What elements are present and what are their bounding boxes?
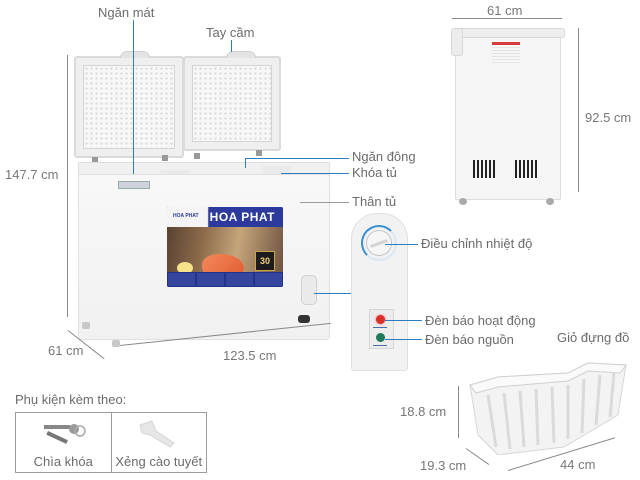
vent-right [515, 160, 539, 178]
hinge [256, 150, 262, 156]
dim-main-width: 123.5 cm [223, 348, 277, 363]
side-wheel [546, 198, 554, 205]
accessory-item: Xẻng cào tuyết [112, 413, 207, 472]
accessory-label: Chìa khóa [33, 454, 93, 469]
spec-label [492, 42, 520, 64]
side-wheel [459, 198, 467, 205]
foot [112, 340, 120, 347]
accessory-label: Xẻng cào tuyết [115, 454, 203, 469]
dim-basket-width: 44 cm [560, 457, 596, 472]
hinge [162, 155, 168, 161]
banner-brand: HOA PHAT [209, 210, 275, 224]
accessories-table: Chìa khóa Xẻng cào tuyết [15, 412, 207, 473]
callout-line-control [314, 293, 351, 294]
vent-left [473, 160, 497, 178]
right-handle [226, 51, 256, 58]
spec-label-red-bar [492, 42, 520, 45]
dim-basket-height: 18.8 cm [400, 404, 447, 419]
label-ngan-mat: Ngăn mát [98, 5, 155, 20]
temperature-scale-arc [361, 225, 397, 261]
right-lid [183, 56, 281, 151]
brand-logo-tag [118, 181, 150, 189]
feature-tile [197, 273, 224, 286]
callout-line-ngan-dong-drop [245, 158, 246, 168]
feature-tile [255, 273, 282, 286]
callout-line-tay-cam [231, 40, 232, 52]
height-arrow [67, 55, 68, 317]
side-control-module [301, 275, 317, 305]
caster-wheel [298, 315, 310, 323]
callout-line-dial [385, 244, 418, 245]
banner-header: HOA PHAT HOA PHAT [167, 207, 283, 227]
left-handle [120, 51, 150, 58]
dim-main-height: 147.7 cm [5, 167, 59, 182]
product-banner: HOA PHAT HOA PHAT 30 [167, 207, 283, 287]
side-height-arrow [578, 28, 579, 192]
foot [82, 322, 90, 329]
label-khoa-tu: Khóa tủ [352, 165, 397, 180]
callout-line-ngan-dong [245, 158, 349, 159]
label-dieu-chinh-nhiet-do: Điều chỉnh nhiệt độ [421, 236, 533, 251]
storage-basket [469, 362, 627, 455]
feature-tile [168, 273, 195, 286]
callout-line-active-led [385, 320, 422, 321]
accessories-title: Phụ kiện kèm theo: [15, 392, 127, 407]
side-width-arrow [452, 18, 562, 19]
label-ngan-dong: Ngăn đông [352, 149, 416, 164]
active-led-icon [376, 315, 385, 324]
lemon-graphic [177, 262, 193, 274]
label-than-tu: Thân tủ [352, 194, 397, 209]
salmon-image: 30 [167, 227, 283, 280]
warranty-badge: 30 [255, 251, 275, 271]
left-lid [74, 56, 184, 158]
dim-side-height: 92.5 cm [585, 110, 632, 125]
keys-icon [44, 424, 86, 444]
left-lid-inner-panel [83, 65, 175, 149]
led-caption [373, 345, 387, 346]
power-led-icon [376, 333, 385, 342]
dim-basket-depth: 19.3 cm [420, 458, 467, 473]
basket-height-arrow [458, 386, 459, 438]
callout-line-than-tu [300, 202, 349, 203]
callout-line-khoa-tu [281, 173, 349, 174]
dim-main-depth: 61 cm [48, 343, 84, 358]
callout-line-ngan-mat [133, 20, 134, 174]
label-gio-dung-do: Giỏ đựng đồ [557, 330, 630, 345]
callout-line-power-led [385, 339, 422, 340]
label-den-bao-nguon: Đèn báo nguồn [425, 332, 514, 347]
side-lid-handle [451, 28, 463, 56]
dim-side-width: 61 cm [487, 3, 523, 18]
hinge [194, 153, 200, 159]
label-den-bao-hoat-dong: Đèn báo hoạt động [425, 313, 536, 328]
feature-tile [226, 273, 253, 286]
ice-scraper-icon [138, 420, 175, 448]
side-top-lid [453, 28, 565, 38]
led-caption [373, 327, 387, 328]
hinge [92, 157, 98, 163]
label-tay-cam: Tay cầm [206, 25, 255, 40]
accessory-item: Chìa khóa [16, 413, 112, 472]
right-lid-inner-panel [192, 65, 272, 142]
banner-small-brand: HOA PHAT [173, 213, 199, 219]
banner-feature-strip [167, 272, 283, 287]
